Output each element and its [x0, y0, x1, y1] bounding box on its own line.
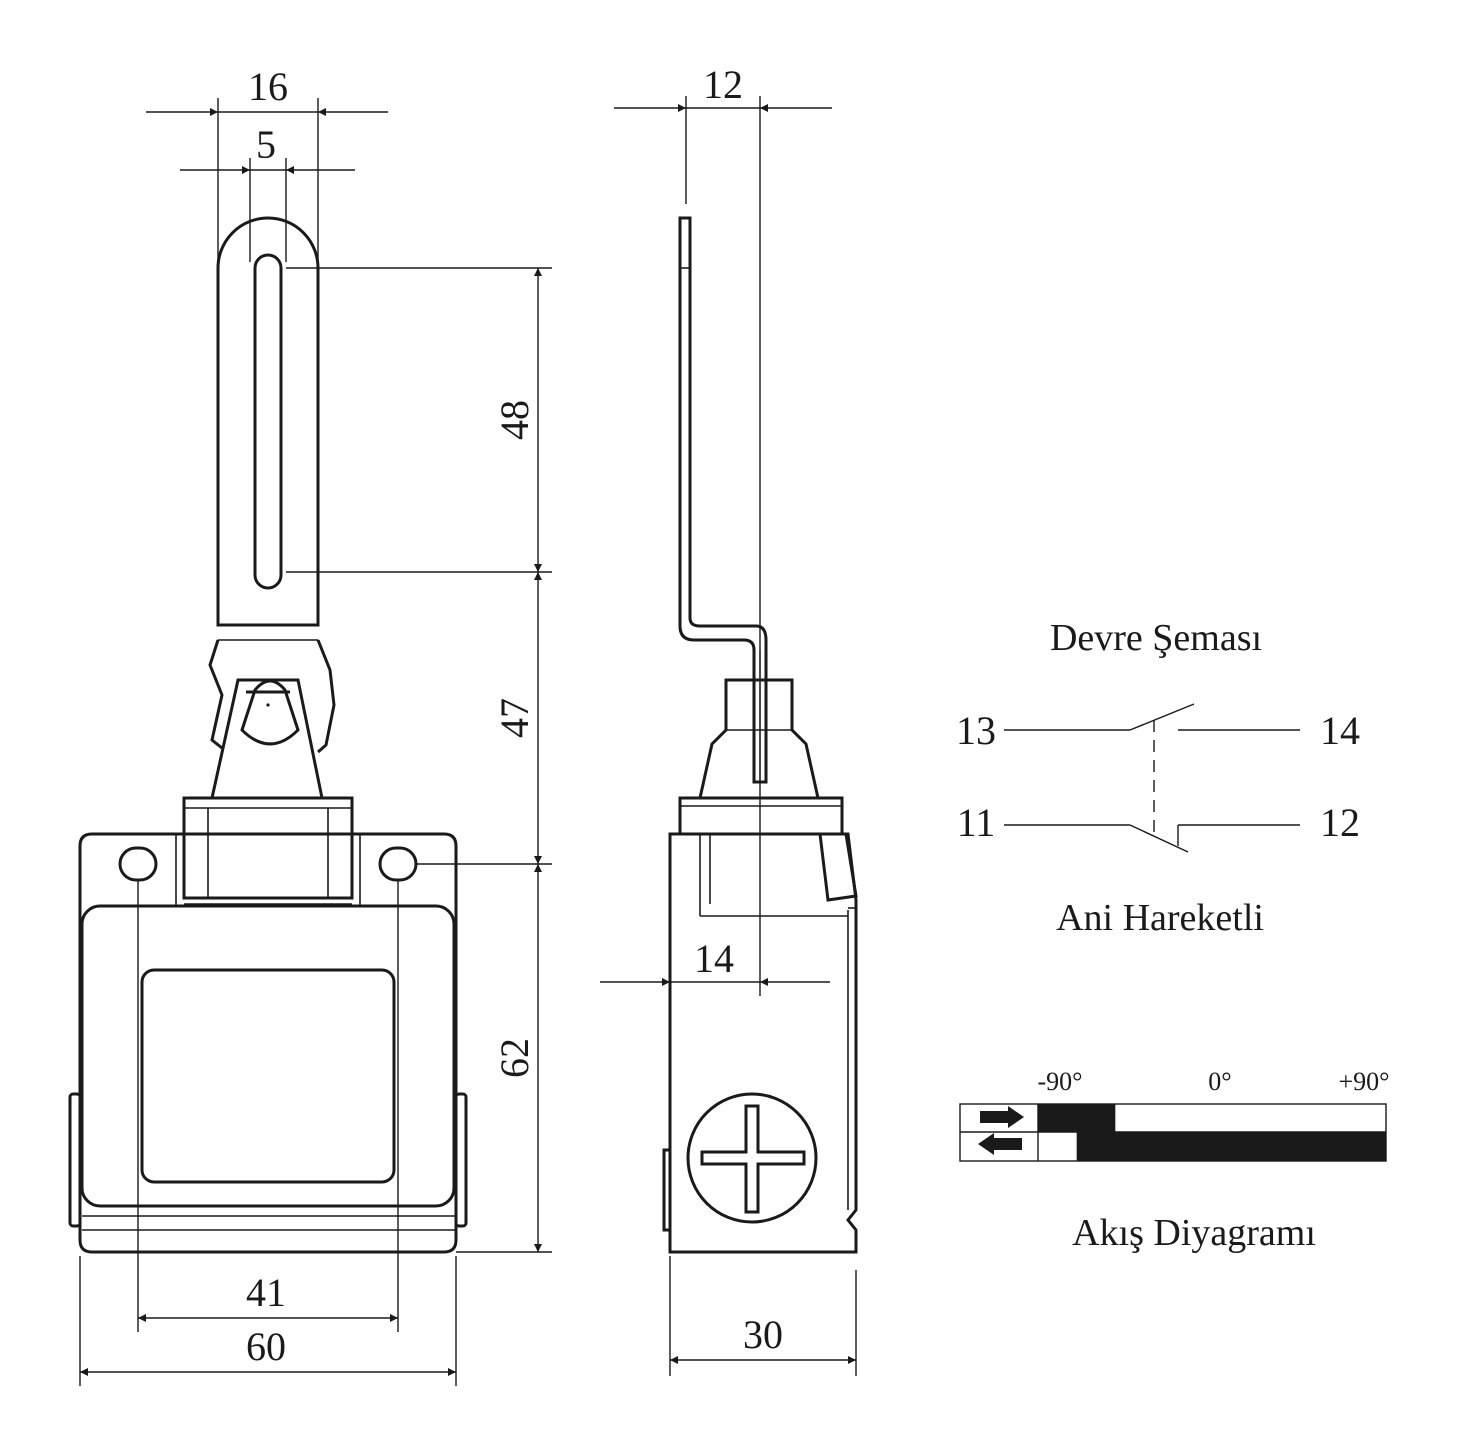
terminal-14: 14	[1320, 708, 1360, 753]
flow-band-return	[1076, 1132, 1386, 1161]
cover-outer	[80, 904, 456, 1208]
lever-outline	[216, 216, 320, 627]
lever-slot	[253, 253, 283, 590]
flow-band-forward	[1038, 1104, 1116, 1132]
circuit-diagram: Devre Şeması 13 14 11 12 Ani Hareketli	[956, 617, 1360, 939]
head-collar	[182, 796, 354, 900]
screw-cross	[700, 1104, 806, 1214]
forward-arrow-icon	[980, 1106, 1024, 1128]
return-arrow-icon	[978, 1133, 1022, 1155]
side-head	[698, 678, 820, 800]
mount-hole-left	[118, 846, 158, 882]
flow-bands	[1038, 1104, 1386, 1161]
front-dimensions: 16 5 48 47 62 41 60	[79, 64, 552, 1386]
dim-body-depth: 30	[743, 1312, 783, 1357]
dim-slot-length: 48	[492, 400, 537, 440]
dim-body-width: 60	[246, 1324, 286, 1369]
actuator-cam	[240, 679, 300, 746]
lever-hub	[208, 639, 336, 754]
flow-scale-center: 0°	[1208, 1067, 1231, 1096]
terminal-13: 13	[956, 708, 996, 753]
front-view	[68, 216, 468, 1254]
dim-hole-spacing: 41	[246, 1270, 286, 1315]
flow-scale-right: +90°	[1338, 1067, 1389, 1096]
actuator-head	[210, 678, 324, 800]
circuit-subtitle: Ani Hareketli	[1056, 897, 1264, 939]
side-screw	[686, 1092, 818, 1224]
flow-scale-left: -90°	[1037, 1067, 1082, 1096]
circuit-title: Devre Şeması	[1050, 617, 1262, 659]
dim-lever-to-mount: 47	[492, 698, 537, 738]
dim-lever-width: 16	[248, 64, 288, 109]
dim-lever-offset: 12	[703, 62, 743, 107]
side-view	[662, 216, 858, 1254]
cover-window	[140, 968, 396, 1184]
side-lever	[678, 216, 768, 784]
flow-diagram: -90° 0° +90° Akış Diyagramı	[959, 1067, 1390, 1254]
dim-lever-axis: 14	[694, 936, 734, 981]
terminal-12: 12	[1320, 800, 1360, 845]
flow-title: Akış Diyagramı	[1072, 1212, 1316, 1254]
dim-slot-width: 5	[256, 122, 276, 167]
mount-hole-right	[378, 846, 418, 882]
dim-body-height: 62	[492, 1038, 537, 1078]
body-outline	[78, 832, 458, 1254]
terminal-11: 11	[957, 800, 996, 845]
side-dimensions: 12 14 30	[600, 62, 857, 1376]
